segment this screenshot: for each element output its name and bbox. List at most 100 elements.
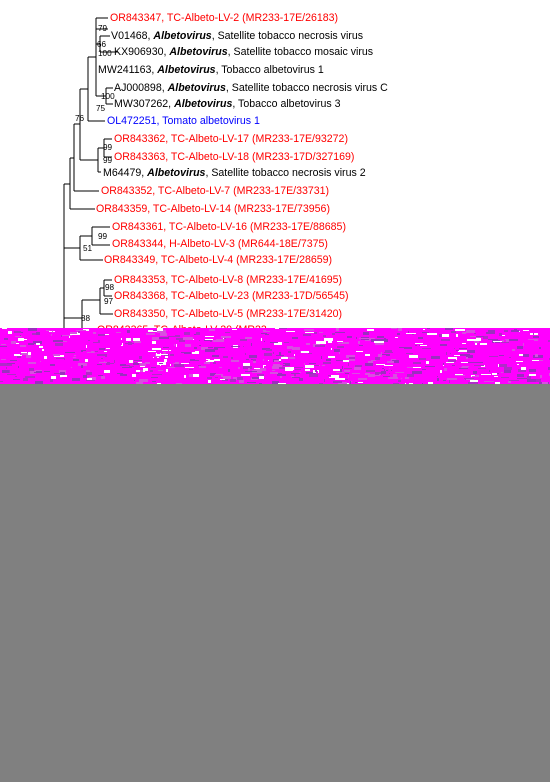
noise-pixel — [395, 337, 398, 338]
noise-pixel — [280, 364, 285, 365]
noise-pixel — [287, 357, 290, 358]
noise-pixel — [202, 377, 206, 379]
noise-pixel — [534, 339, 538, 341]
taxon-label-part: OR843362, TC-Albeto-LV-17 (MR233-17E/932… — [114, 133, 348, 145]
noise-pixel — [328, 356, 335, 358]
noise-pixel — [18, 338, 26, 341]
noise-pixel — [359, 345, 363, 346]
noise-pixel — [501, 342, 509, 343]
noise-pixel — [371, 339, 381, 342]
noise-pixel — [204, 340, 212, 341]
noise-pixel — [136, 382, 143, 384]
noise-pixel — [415, 345, 417, 346]
noise-pixel — [297, 365, 301, 366]
noise-pixel — [18, 366, 19, 368]
support-value: 79 — [98, 24, 108, 33]
noise-pixel — [292, 347, 300, 350]
noise-pixel — [189, 369, 193, 370]
noise-pixel — [192, 351, 199, 354]
corrupted-image-fill — [0, 384, 550, 782]
noise-pixel — [46, 330, 50, 331]
noise-pixel — [247, 382, 256, 383]
noise-pixel — [198, 365, 201, 366]
noise-pixel — [294, 354, 295, 356]
noise-pixel — [467, 339, 475, 341]
noise-pixel — [73, 359, 79, 361]
noise-pixel — [389, 373, 390, 374]
noise-pixel — [168, 336, 175, 337]
noise-pixel — [243, 363, 250, 366]
noise-pixel — [214, 328, 218, 330]
noise-pixel — [283, 363, 290, 366]
noise-pixel — [251, 343, 252, 346]
taxon-label: OR843349, TC-Albeto-LV-4 (MR233-17E/2865… — [104, 254, 332, 266]
noise-pixel — [243, 346, 244, 347]
noise-pixel — [184, 375, 186, 378]
noise-pixel — [86, 372, 92, 375]
taxon-label-part: OR843349, TC-Albeto-LV-4 (MR233-17E/2865… — [104, 254, 332, 266]
noise-pixel — [210, 373, 216, 376]
noise-pixel — [374, 341, 384, 343]
noise-pixel — [344, 368, 352, 369]
taxon-label-part: , Satellite tobacco mosaic virus — [228, 46, 373, 58]
noise-pixel — [284, 342, 292, 343]
noise-pixel — [42, 349, 44, 351]
noise-pixel — [326, 359, 331, 361]
noise-pixel — [275, 371, 285, 373]
noise-pixel — [9, 370, 10, 373]
noise-pixel — [16, 343, 19, 344]
noise-pixel — [152, 374, 162, 375]
noise-pixel — [291, 373, 300, 374]
taxon-label-part: OR843353, TC-Albeto-LV-8 (MR233-17E/4169… — [114, 274, 342, 286]
noise-pixel — [83, 375, 87, 378]
noise-pixel — [291, 376, 294, 377]
noise-pixel — [119, 343, 122, 345]
noise-pixel — [87, 378, 92, 380]
noise-pixel — [377, 336, 384, 338]
noise-pixel — [266, 349, 272, 351]
noise-pixel — [378, 366, 385, 368]
noise-pixel — [28, 362, 36, 364]
noise-pixel — [51, 334, 52, 336]
noise-pixel — [531, 376, 534, 379]
noise-pixel — [492, 373, 497, 375]
noise-pixel — [414, 334, 418, 336]
taxon-label: OR843347, TC-Albeto-LV-2 (MR233-17E/2618… — [110, 12, 338, 24]
noise-pixel — [126, 368, 135, 369]
noise-pixel — [472, 376, 479, 377]
noise-pixel — [6, 364, 12, 366]
support-value: 100 — [98, 49, 112, 58]
noise-pixel — [494, 343, 497, 345]
noise-pixel — [201, 347, 208, 350]
noise-pixel — [419, 358, 426, 360]
noise-pixel — [78, 363, 87, 366]
noise-pixel — [43, 360, 45, 361]
noise-pixel — [85, 379, 86, 381]
noise-pixel — [521, 367, 526, 370]
noise-pixel — [512, 366, 521, 369]
noise-pixel — [239, 380, 244, 383]
noise-pixel — [151, 377, 158, 378]
noise-pixel — [97, 354, 107, 357]
noise-pixel — [36, 371, 42, 373]
noise-pixel — [516, 361, 523, 362]
taxon-label: MW241163, Albetovirus, Tobacco albetovir… — [98, 64, 324, 76]
noise-pixel — [4, 338, 8, 340]
noise-pixel — [506, 340, 509, 342]
noise-pixel — [424, 330, 431, 331]
noise-pixel — [463, 373, 473, 375]
noise-pixel — [226, 344, 231, 345]
noise-pixel — [8, 331, 12, 334]
noise-pixel — [455, 375, 465, 376]
noise-pixel — [336, 378, 345, 380]
noise-pixel — [146, 333, 155, 335]
noise-pixel — [301, 351, 309, 353]
noise-pixel — [460, 354, 470, 356]
noise-pixel — [358, 341, 360, 344]
noise-pixel — [361, 334, 363, 337]
noise-pixel — [336, 328, 339, 331]
noise-pixel — [209, 329, 215, 331]
noise-pixel — [162, 350, 168, 351]
noise-pixel — [152, 337, 159, 340]
noise-pixel — [499, 364, 507, 367]
